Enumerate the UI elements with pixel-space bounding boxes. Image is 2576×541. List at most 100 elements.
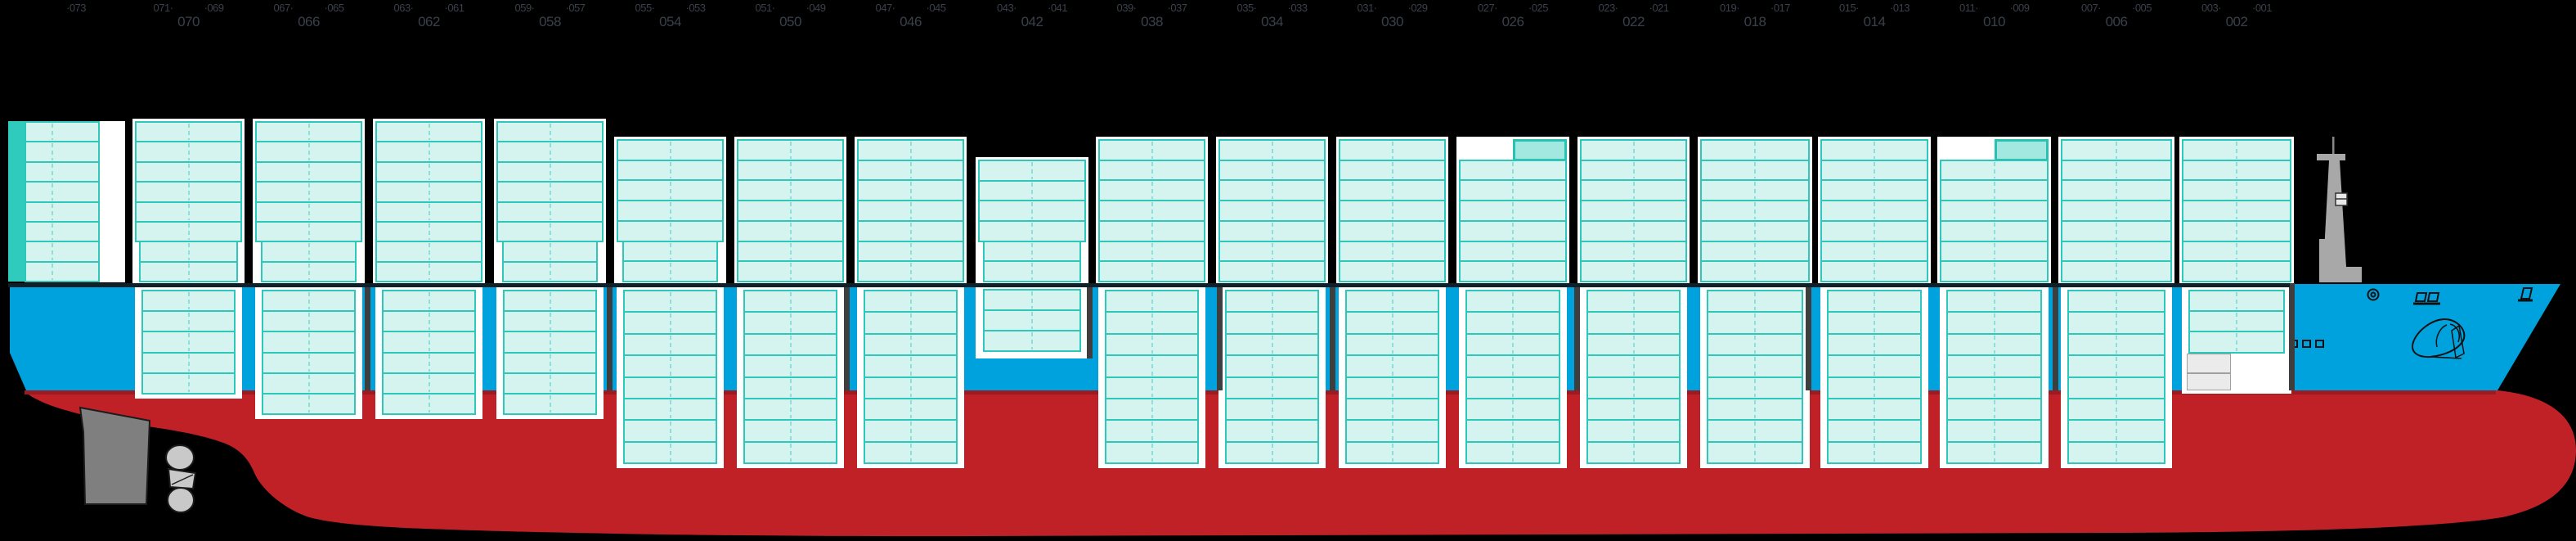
container-cell-row[interactable] [1225, 440, 1319, 465]
container-cell-row[interactable] [2182, 260, 2291, 282]
container-cell-row[interactable] [1827, 440, 1922, 465]
container-cell-row[interactable] [623, 398, 717, 422]
container-cell-row[interactable] [375, 260, 482, 282]
container-cell-row[interactable] [1339, 260, 1446, 282]
container-cell-row[interactable] [1225, 332, 1319, 357]
container-cell-row[interactable] [617, 139, 724, 161]
container-cell-row[interactable] [1098, 159, 1205, 182]
container-cell-row[interactable] [1700, 200, 1810, 222]
container-cell-row[interactable] [503, 310, 597, 333]
container-cell-row[interactable] [743, 440, 837, 465]
container-cell-row[interactable] [622, 260, 718, 282]
container-cell-row[interactable] [2188, 310, 2285, 333]
container-cell-row[interactable] [1218, 260, 1326, 282]
container-cell-row[interactable] [864, 398, 958, 422]
container-cell-row[interactable] [2188, 331, 2285, 354]
container-cell-row[interactable] [1105, 332, 1199, 357]
container-cell-row[interactable] [1827, 311, 1922, 335]
container-cell-row[interactable] [2061, 260, 2172, 282]
container-cell-row[interactable] [1218, 240, 1326, 263]
container-cell-row[interactable] [1339, 219, 1446, 242]
container-cell-row[interactable] [1580, 260, 1687, 282]
container-cell-row[interactable] [1940, 240, 2049, 263]
container-cell-row[interactable] [1218, 159, 1326, 182]
container-cell-row[interactable] [141, 310, 236, 333]
container-cell-row[interactable] [2067, 332, 2165, 357]
container-cell-row[interactable] [1339, 200, 1446, 222]
container-cell-row[interactable] [261, 260, 357, 282]
container-cell-row[interactable] [617, 159, 724, 182]
container-cell-row[interactable] [2182, 219, 2291, 242]
container-cell-row[interactable] [857, 179, 964, 202]
container-cell-row[interactable] [1339, 159, 1446, 182]
container-cell-row[interactable] [2067, 440, 2165, 465]
container-cell-row[interactable] [502, 241, 598, 263]
container-cell-row[interactable] [1700, 260, 1810, 282]
container-cell-row[interactable] [983, 330, 1081, 352]
container-cell-row[interactable] [743, 398, 837, 422]
container-cell-row[interactable] [1700, 240, 1810, 263]
container-cell-row[interactable] [1946, 440, 2042, 465]
bay-label-group-073[interactable]: ·073 [0, 0, 101, 34]
container-cell-row[interactable] [1105, 376, 1199, 399]
container-cell-row[interactable] [255, 160, 362, 183]
container-cell-row[interactable] [1345, 311, 1439, 335]
container-cell-row[interactable] [737, 219, 844, 242]
container-cell-row[interactable] [1827, 354, 1922, 378]
container-cell-row[interactable] [2067, 354, 2165, 378]
container-cell-row[interactable] [983, 309, 1081, 331]
container-cell-row[interactable] [25, 260, 100, 282]
container-cell-row[interactable] [1827, 332, 1922, 357]
container-cell-row[interactable] [1098, 260, 1205, 282]
container-cell-row[interactable] [1098, 179, 1205, 202]
container-cell-row[interactable] [1820, 260, 1928, 282]
container-cell-row[interactable] [1459, 179, 1567, 202]
container-cell-row[interactable] [1586, 290, 1681, 313]
container-cell-row[interactable] [1345, 440, 1439, 465]
container-cell-row[interactable] [141, 331, 236, 354]
container-cell-row[interactable] [1218, 219, 1326, 242]
container-cell-row[interactable] [1586, 332, 1681, 357]
container-cell-row[interactable] [25, 121, 100, 143]
container-cell-row[interactable] [2067, 398, 2165, 422]
container-cell-row[interactable] [1820, 139, 1928, 161]
container-cell-row[interactable] [1700, 219, 1810, 242]
container-cell-row[interactable] [1459, 260, 1567, 282]
container-cell-row[interactable] [2188, 290, 2285, 313]
container-cell-row[interactable] [1946, 332, 2042, 357]
container-cell-row[interactable] [141, 372, 236, 394]
container-cell-row[interactable] [1940, 260, 2049, 282]
container-cell-row[interactable] [737, 240, 844, 263]
container-cell-row[interactable] [1465, 311, 1560, 335]
container-cell-row[interactable] [1940, 200, 2049, 222]
container-cell-row[interactable] [139, 260, 238, 282]
container-cell-row[interactable] [623, 290, 717, 313]
container-cell-row[interactable] [617, 179, 724, 202]
container-cell-row[interactable] [1465, 290, 1560, 313]
container-cell-row[interactable] [857, 200, 964, 222]
container-cell-row[interactable] [983, 260, 1081, 282]
container-cell-row[interactable] [382, 372, 476, 394]
container-cell-row[interactable] [1586, 376, 1681, 399]
container-cell-row[interactable] [262, 393, 356, 416]
container-cell-row[interactable] [1586, 440, 1681, 465]
container-cell-row[interactable] [737, 179, 844, 202]
container-cell-row[interactable] [1225, 376, 1319, 399]
container-cell-row[interactable] [864, 354, 958, 378]
container-cell-row[interactable] [1946, 398, 2042, 422]
container-cell-row[interactable] [1459, 219, 1567, 242]
container-cell-row[interactable] [1105, 440, 1199, 465]
container-cell-row[interactable] [1820, 240, 1928, 263]
container-cell-row[interactable] [502, 260, 598, 282]
container-cell-row[interactable] [1580, 240, 1687, 263]
container-cell-row[interactable] [1339, 139, 1446, 161]
